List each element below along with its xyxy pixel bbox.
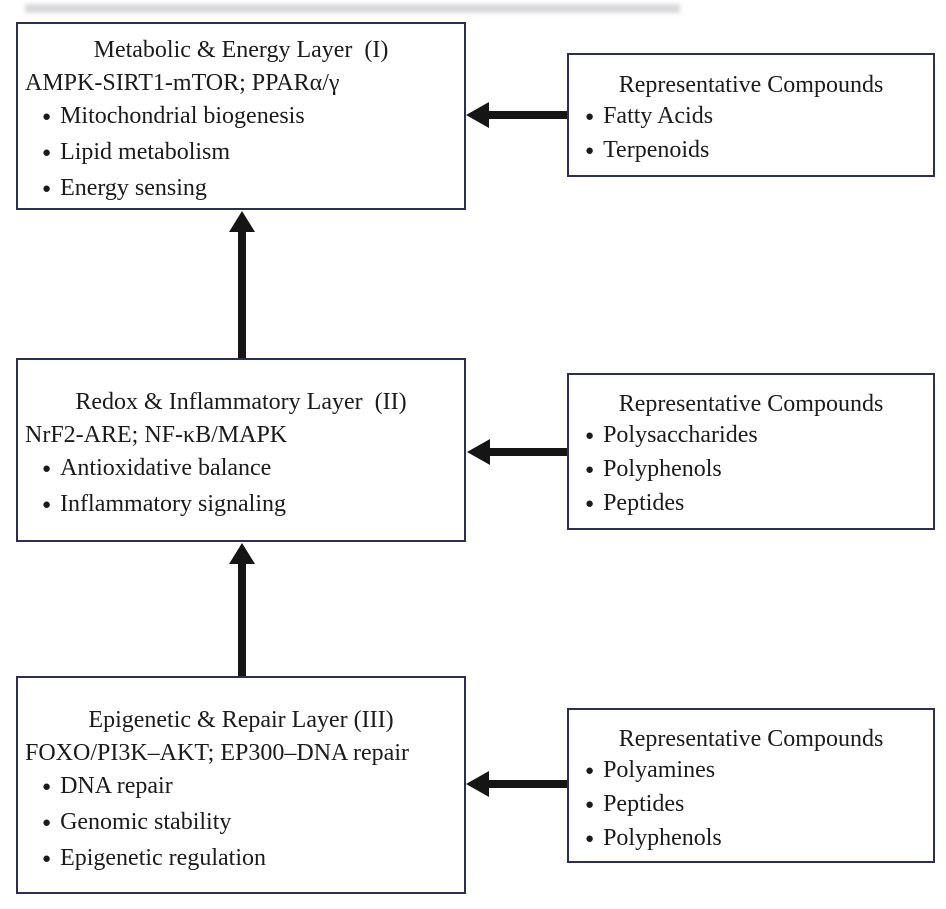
arrow-shaft bbox=[238, 564, 246, 676]
bullet-icon bbox=[585, 99, 594, 133]
layer-title: Epigenetic & Repair Layer (III) bbox=[88, 707, 394, 733]
layer-box-redox-inflammatory: Redox & Inflammatory Layer (II) NrF2-ARE… bbox=[16, 358, 466, 542]
arrowhead-up-icon bbox=[229, 543, 255, 564]
arrow-compounds-to-layer-1 bbox=[466, 102, 567, 128]
arrow-shaft bbox=[489, 780, 567, 788]
compounds-box-layer-2: Representative Compounds Polysaccharides… bbox=[567, 373, 935, 530]
bullet-icon bbox=[585, 787, 594, 821]
arrow-layer-2-to-layer-1 bbox=[229, 211, 255, 358]
bullet-text: Antioxidative balance bbox=[60, 455, 272, 481]
list-item: Polysaccharides bbox=[569, 420, 933, 454]
list-item: Terpenoids bbox=[569, 135, 933, 169]
bullet-icon bbox=[42, 134, 51, 170]
list-item: Mitochondrial biogenesis bbox=[18, 100, 464, 136]
bullet-icon bbox=[585, 486, 594, 520]
arrowhead-left-icon bbox=[467, 439, 490, 465]
layer-box-metabolic-energy: Metabolic & Energy Layer (I) AMPK-SIRT1-… bbox=[16, 22, 466, 210]
list-item: Antioxidative balance bbox=[18, 452, 464, 488]
bullet-icon bbox=[42, 486, 51, 522]
list-item: Energy sensing bbox=[18, 172, 464, 208]
list-item: Epigenetic regulation bbox=[18, 842, 464, 878]
arrow-compounds-to-layer-2 bbox=[467, 439, 567, 465]
bullet-icon bbox=[585, 753, 594, 787]
list-item: Polyphenols bbox=[569, 454, 933, 488]
bullet-icon bbox=[42, 450, 51, 486]
list-item: Polyamines bbox=[569, 755, 933, 789]
compounds-box-layer-1: Representative Compounds Fatty Acids Ter… bbox=[567, 53, 935, 177]
bullet-icon bbox=[585, 821, 594, 855]
arrow-shaft bbox=[490, 448, 567, 456]
arrow-shaft bbox=[489, 111, 567, 119]
layer-pathways: FOXO/PI3K–AKT; EP300–DNA repair bbox=[25, 740, 409, 766]
bullet-text: Energy sensing bbox=[60, 175, 207, 201]
layer-title: Metabolic & Energy Layer (I) bbox=[93, 37, 389, 63]
bullet-text: Polysaccharides bbox=[603, 422, 758, 448]
bullet-text: Lipid metabolism bbox=[60, 139, 231, 165]
layer-pathways: NrF2-ARE; NF-κB/MAPK bbox=[25, 422, 288, 448]
arrowhead-left-icon bbox=[466, 102, 489, 128]
list-item: DNA repair bbox=[18, 770, 464, 806]
bullet-icon bbox=[585, 452, 594, 486]
crop-artifact-top bbox=[25, 4, 680, 13]
bullet-text: Epigenetic regulation bbox=[60, 845, 266, 871]
arrow-compounds-to-layer-3 bbox=[466, 771, 567, 797]
bullet-text: Polyphenols bbox=[603, 456, 722, 482]
list-item: Peptides bbox=[569, 789, 933, 823]
list-item: Polyphenols bbox=[569, 823, 933, 857]
bullet-icon bbox=[42, 840, 51, 876]
bullet-text: DNA repair bbox=[60, 773, 173, 799]
bullet-icon bbox=[585, 418, 594, 452]
layer-box-epigenetic-repair: Epigenetic & Repair Layer (III) FOXO/PI3… bbox=[16, 676, 466, 894]
bullet-icon bbox=[42, 804, 51, 840]
list-item: Inflammatory signaling bbox=[18, 488, 464, 524]
list-item: Fatty Acids bbox=[569, 101, 933, 135]
list-item: Lipid metabolism bbox=[18, 136, 464, 172]
layer-title: Redox & Inflammatory Layer (II) bbox=[75, 389, 407, 415]
list-item: Genomic stability bbox=[18, 806, 464, 842]
bullet-text: Polyamines bbox=[603, 757, 716, 783]
bullet-text: Polyphenols bbox=[603, 825, 722, 851]
bullet-icon bbox=[42, 768, 51, 804]
list-item: Peptides bbox=[569, 488, 933, 522]
bullet-icon bbox=[585, 133, 594, 167]
bullet-icon bbox=[42, 98, 51, 134]
compounds-title: Representative Compounds bbox=[618, 726, 884, 752]
bullet-text: Mitochondrial biogenesis bbox=[60, 103, 305, 129]
bullet-icon bbox=[42, 170, 51, 206]
bullet-text: Peptides bbox=[603, 791, 685, 817]
layer-pathways: AMPK-SIRT1-mTOR; PPARα/γ bbox=[25, 70, 340, 96]
arrowhead-left-icon bbox=[466, 771, 489, 797]
compounds-title: Representative Compounds bbox=[618, 72, 884, 98]
arrowhead-up-icon bbox=[229, 211, 255, 232]
bullet-text: Genomic stability bbox=[60, 809, 232, 835]
compounds-title: Representative Compounds bbox=[618, 391, 884, 417]
bullet-text: Inflammatory signaling bbox=[60, 491, 287, 517]
bullet-text: Peptides bbox=[603, 490, 685, 516]
bullet-text: Terpenoids bbox=[603, 137, 710, 163]
compounds-box-layer-3: Representative Compounds Polyamines Pept… bbox=[567, 708, 935, 863]
arrow-layer-3-to-layer-2 bbox=[229, 543, 255, 676]
arrow-shaft bbox=[238, 232, 246, 358]
bullet-text: Fatty Acids bbox=[603, 103, 714, 129]
